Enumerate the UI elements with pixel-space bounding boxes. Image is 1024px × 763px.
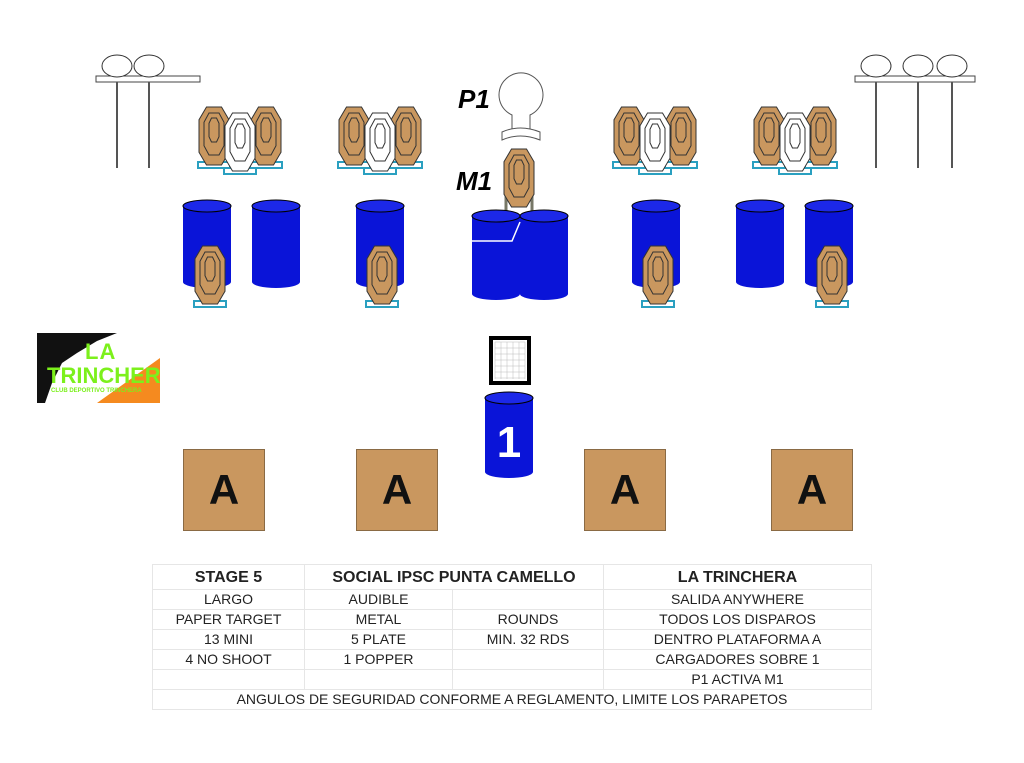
barrel-center-right-bottom (520, 288, 568, 300)
barrel-top (182, 199, 232, 213)
paper-target-c-zone (826, 256, 838, 282)
paper-target-a-zone (199, 251, 221, 295)
paper-target-c-zone (348, 117, 360, 143)
start-barrel (485, 398, 533, 472)
stage-info-table: STAGE 5 SOCIAL IPSC PUNTA CAMELLO LA TRI… (152, 564, 872, 710)
paper-target-c-zone (652, 256, 664, 282)
barrel-top (251, 199, 301, 213)
barrel (252, 206, 300, 282)
paper-target-c-zone (376, 256, 388, 282)
paper-target-c-zone (260, 117, 272, 143)
steel-plate-1 (860, 54, 892, 78)
paper-target-a-zone (758, 112, 780, 156)
barrel-top (631, 199, 681, 213)
paper-target-a-zone (821, 251, 843, 295)
popper-label: P1 (458, 84, 490, 114)
barrel-top (735, 199, 785, 213)
paper-target-c-zone (204, 256, 216, 282)
steel-plate-2 (902, 54, 934, 78)
shooting-box-a-3: A (584, 449, 666, 531)
no-shoot-target-a-zone (784, 118, 806, 162)
barrel-bottom (736, 276, 784, 288)
paper-target-a-zone (343, 112, 365, 156)
barrel-center-right (520, 216, 568, 294)
no-shoot-target-c-zone (374, 123, 386, 149)
window-frame (489, 336, 531, 385)
paper-target-a-zone (371, 251, 393, 295)
table-footer-row: ANGULOS DE SEGURIDAD CONFORME A REGLAMEN… (152, 689, 872, 710)
table-row: P1 ACTIVA M1 (152, 669, 872, 690)
paper-target-c-zone (675, 117, 687, 143)
start-barrel-top (484, 391, 534, 405)
barrel-center-left-bottom (472, 288, 520, 300)
table-header-row: STAGE 5 SOCIAL IPSC PUNTA CAMELLO LA TRI… (152, 564, 872, 590)
barrel-center-left-top (471, 209, 521, 223)
start-barrel-bottom (485, 466, 533, 478)
mover-target-m1-c-zone (513, 159, 525, 185)
club-logo: LA TRINCHERA CLUB DEPORTIVO TRINCHERA (37, 333, 160, 403)
paper-target-c-zone (763, 117, 775, 143)
paper-target-a-zone (203, 112, 225, 156)
paper-target-a-zone (255, 112, 277, 156)
shooting-box-a-2: A (356, 449, 438, 531)
barrel (736, 206, 784, 282)
paper-target-c-zone (400, 117, 412, 143)
paper-target-a-zone (810, 112, 832, 156)
no-shoot-target-a-zone (644, 118, 666, 162)
paper-target-c-zone (623, 117, 635, 143)
steel-plate-3 (936, 54, 968, 78)
paper-target-c-zone (208, 117, 220, 143)
barrel-bottom (252, 276, 300, 288)
steel-plate-1 (101, 54, 133, 78)
no-shoot-target-c-zone (649, 123, 661, 149)
barrel-top (804, 199, 854, 213)
mover-path (472, 221, 521, 242)
shooting-box-a-1: A (183, 449, 265, 531)
paper-target-a-zone (670, 112, 692, 156)
barrel-center-right-top (519, 209, 569, 223)
no-shoot-target-c-zone (234, 123, 246, 149)
paper-target-c-zone (815, 117, 827, 143)
mover-label: M1 (456, 166, 493, 196)
barrel-top (355, 199, 405, 213)
shooting-box-a-4: A (771, 449, 853, 531)
no-shoot-target-c-zone (789, 123, 801, 149)
no-shoot-target-a-zone (369, 118, 391, 162)
paper-target-a-zone (647, 251, 669, 295)
start-barrel-number: 1 (496, 418, 522, 467)
popper-p1 (498, 72, 544, 133)
paper-target-a-zone (395, 112, 417, 156)
steel-plate-2 (133, 54, 165, 78)
barrel-center-left (472, 216, 520, 294)
mover-target-m1-a-zone (508, 154, 530, 198)
swing-arrow-icon (501, 127, 541, 141)
paper-target-a-zone (618, 112, 640, 156)
no-shoot-target-a-zone (229, 118, 251, 162)
